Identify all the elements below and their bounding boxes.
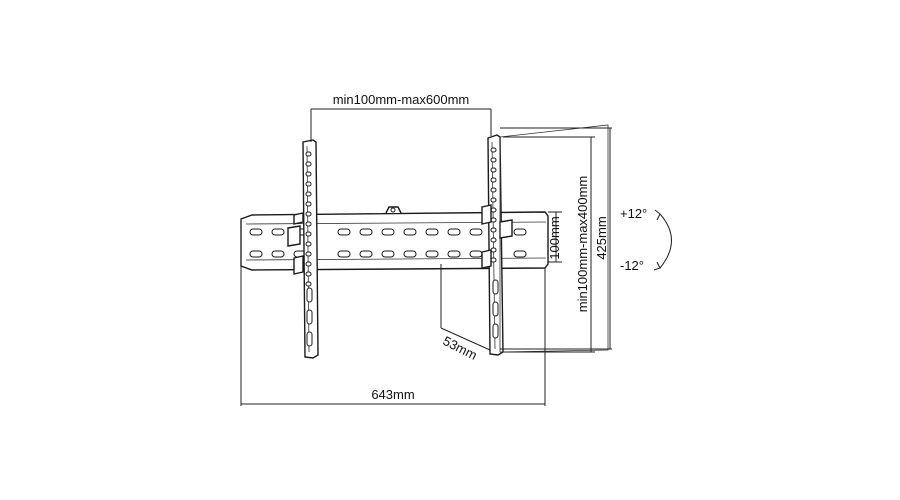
plate-slot	[447, 228, 461, 236]
plate-slot	[381, 228, 395, 236]
arm-hole	[490, 167, 497, 173]
plate-slot	[337, 250, 351, 258]
plate-slot	[513, 228, 527, 236]
arm-hole	[490, 187, 497, 193]
arm-hole	[305, 211, 312, 217]
plate-slot	[513, 250, 527, 258]
arm-hole	[305, 201, 312, 207]
arm-hole	[305, 161, 312, 167]
plate-slot	[403, 228, 417, 236]
label-tilt-up: +12°	[620, 206, 647, 221]
arm-hole	[305, 231, 312, 237]
plate-slot	[271, 250, 285, 258]
plate-slot	[271, 228, 285, 236]
label-wall-depth: 53mm	[441, 333, 480, 363]
arm-hole	[305, 191, 312, 197]
arm-hole	[490, 237, 497, 243]
plate-slot	[359, 250, 373, 258]
dim-vesa-horizontal: min100mm-max600mm	[310, 92, 492, 142]
label-vesa-horizontal: min100mm-max600mm	[333, 92, 470, 107]
label-tilt-down: -12°	[620, 258, 644, 273]
arm-hole	[305, 251, 312, 257]
arm-slot	[492, 323, 499, 339]
plate-slot	[403, 250, 417, 258]
tilt-indicator: +12° -12°	[620, 206, 672, 273]
label-bracket-height: 100mm	[547, 216, 562, 259]
arm-hole	[490, 207, 497, 213]
plate-slot	[249, 228, 263, 236]
plate-slot	[337, 228, 351, 236]
plate-slot	[469, 250, 483, 258]
dim-arm-height: 425mm	[500, 127, 612, 350]
arm-hole	[305, 261, 312, 267]
arm-slot	[306, 309, 313, 325]
plate-slot	[381, 250, 395, 258]
arm-hole	[490, 157, 497, 163]
tv-outline	[499, 124, 609, 353]
plate-slot	[425, 228, 439, 236]
arm-slot	[492, 301, 499, 317]
arm-hole	[305, 181, 312, 187]
arm-hole	[305, 221, 312, 227]
left-arm-holes	[305, 151, 313, 347]
plate-slot	[359, 228, 373, 236]
arm-hole	[490, 147, 497, 153]
dim-wall-depth: 53mm	[440, 264, 491, 363]
arm-slot	[306, 287, 313, 303]
label-arm-height: 425mm	[594, 216, 609, 259]
arm-hole	[305, 281, 312, 287]
arm-hole	[490, 227, 497, 233]
arm-hole	[305, 271, 312, 277]
plate-slot	[249, 250, 263, 258]
left-vertical-arm	[287, 139, 319, 359]
arm-hole	[490, 247, 497, 253]
dim-bracket-height: 100mm	[547, 211, 562, 263]
arm-hole	[490, 257, 497, 263]
arm-hole	[490, 197, 497, 203]
arm-hole	[305, 151, 312, 157]
label-total-width: 643mm	[371, 387, 414, 402]
arm-slot	[306, 331, 313, 347]
arm-hole	[490, 177, 497, 183]
plate-slot	[425, 250, 439, 258]
right-arm-holes	[490, 147, 499, 339]
dim-total-width: 643mm	[240, 266, 546, 406]
dim-vesa-vertical: min100mm-max400mm	[503, 136, 595, 353]
arm-hole	[305, 171, 312, 177]
arm-slot	[492, 279, 499, 295]
arm-hole	[305, 241, 312, 247]
plate-slot	[447, 250, 461, 258]
label-vesa-vertical: min100mm-max400mm	[575, 176, 590, 313]
plate-slot	[469, 228, 483, 236]
arm-hole	[490, 217, 497, 223]
